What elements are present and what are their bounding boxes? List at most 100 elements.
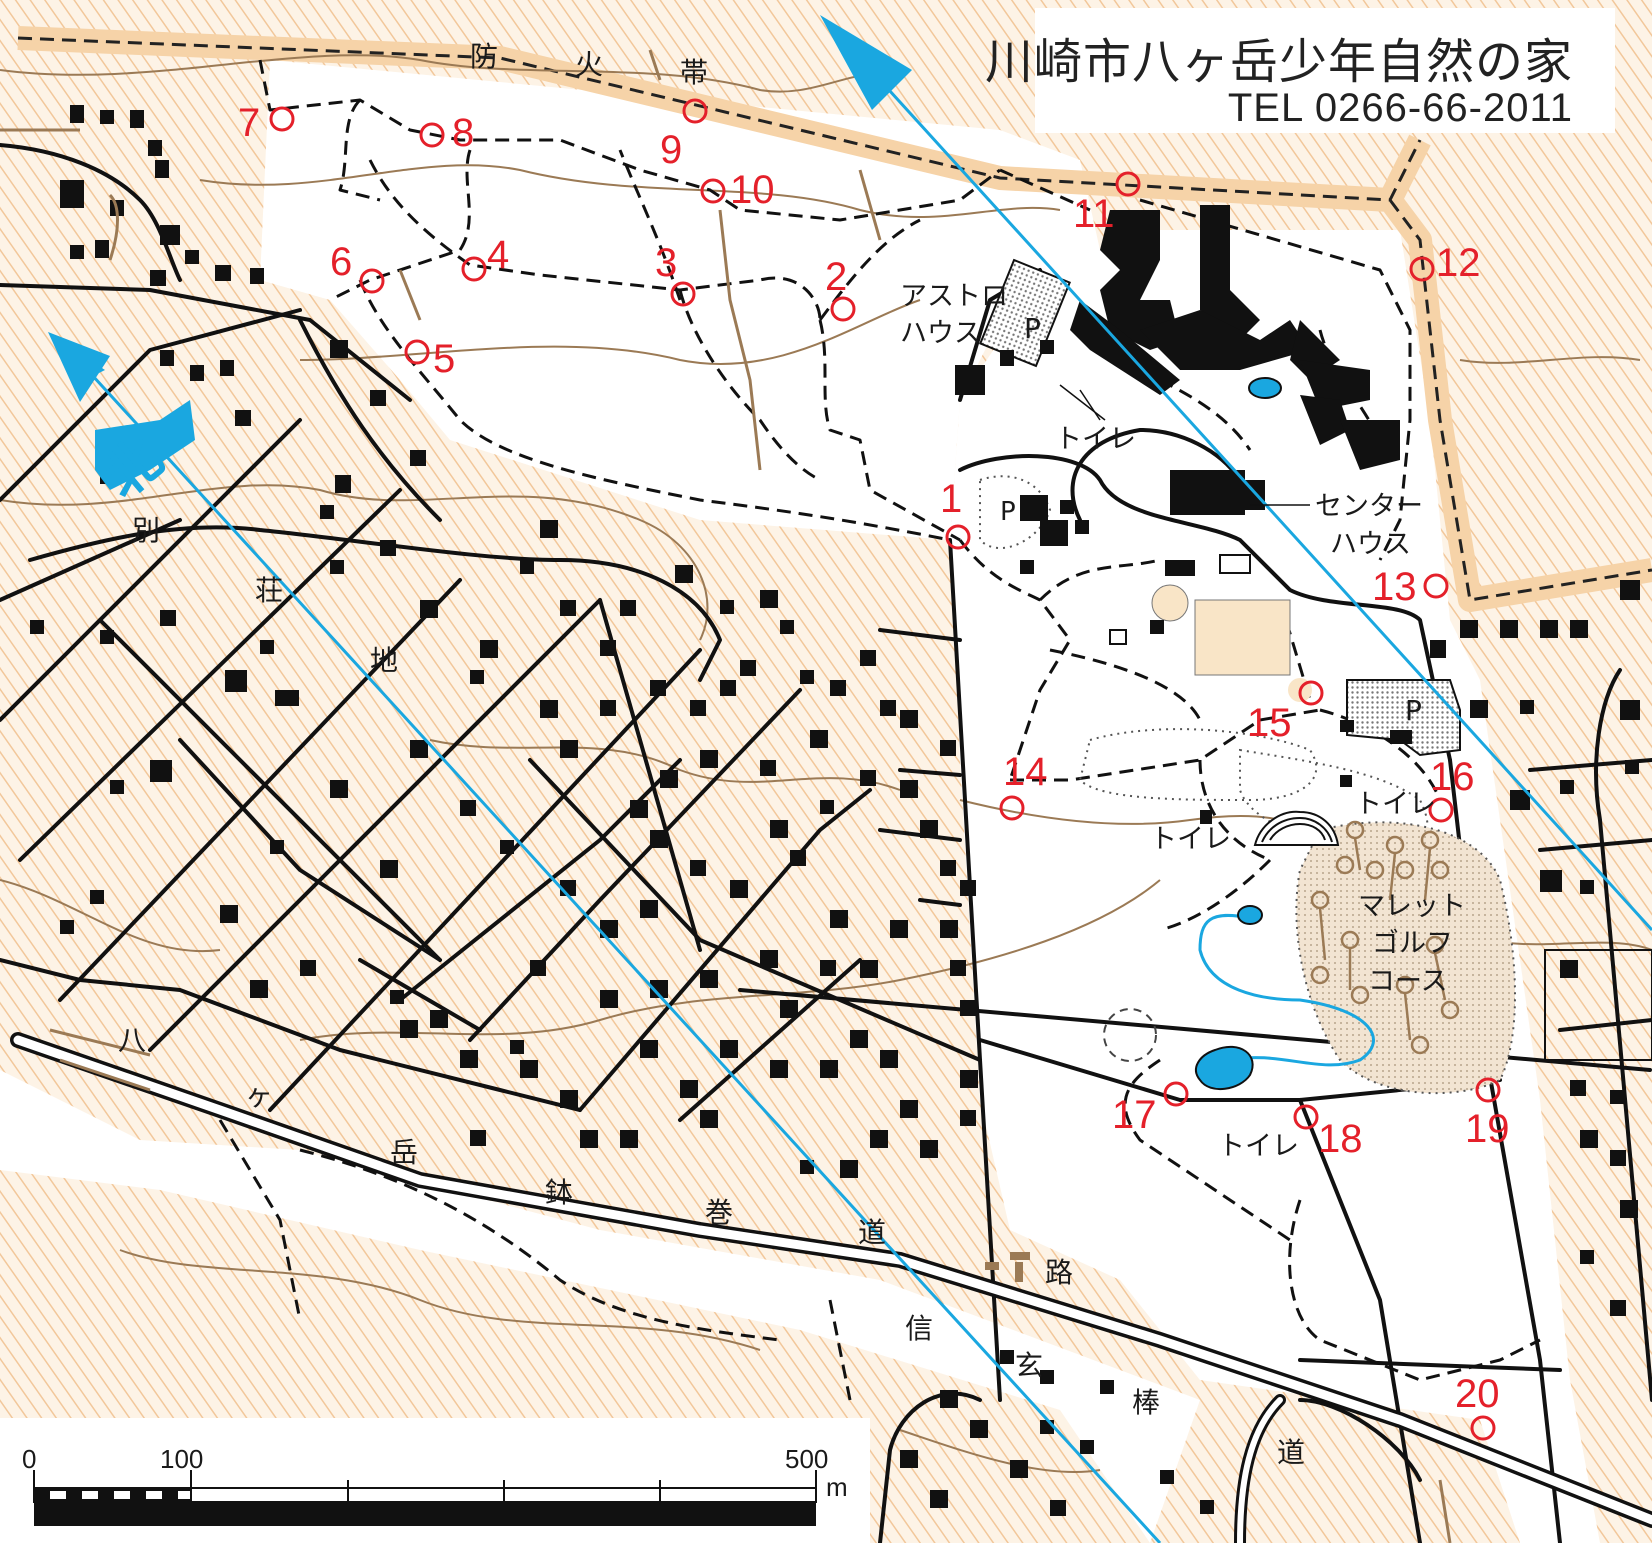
toilet-label-2: トイレ	[1355, 789, 1436, 820]
fenced-court	[1544, 949, 1652, 1061]
scale-label-500: 500	[785, 1444, 828, 1474]
control-7-circle	[269, 106, 295, 132]
hachimaki-char-4: 鉢	[545, 1176, 573, 1209]
control-1-number: 1	[940, 477, 962, 521]
control-6-number: 6	[330, 240, 352, 284]
firebreak-char-1: 防	[470, 40, 498, 73]
firebreak-edge	[17, 36, 1652, 602]
control-11-number: 11	[1073, 192, 1115, 236]
dashed-circle	[1103, 1008, 1157, 1062]
toilet-label-4: トイレ	[1218, 1131, 1299, 1162]
scale-label-100: 100	[160, 1444, 203, 1474]
control-19-circle	[1475, 1077, 1501, 1103]
hachimaki-char-6: 道	[858, 1216, 886, 1249]
parking-label-astro: P	[1024, 312, 1041, 345]
scale-label-0: 0	[22, 1444, 36, 1474]
title-panel: 川崎市八ヶ岳少年自然の家 TEL 0266-66-2011	[985, 8, 1615, 133]
villa-label: 別 荘 地	[132, 514, 398, 677]
cliff-symbol	[985, 1252, 1030, 1282]
mallet-golf-label-1: マレット	[1358, 891, 1466, 922]
hachimaki-char-1: 八	[118, 1024, 146, 1057]
control-8-circle	[419, 122, 445, 148]
firebreak-char-3: 帯	[680, 56, 708, 89]
round-plaza	[1151, 584, 1189, 622]
mallet-golf-label-2: ゴルフ	[1372, 928, 1453, 959]
control-10-number: 10	[730, 168, 775, 212]
control-13-number: 13	[1372, 565, 1417, 609]
hachimaki-char-7: 路	[1045, 1256, 1073, 1289]
scale-bar: 0 100 500 m	[22, 1444, 848, 1526]
parking-center: P	[1346, 679, 1461, 757]
leader-lines	[1059, 384, 1310, 506]
shingen-road-label: 信 玄 棒 道	[905, 1312, 1305, 1469]
control-19-number: 19	[1465, 1107, 1510, 1151]
hachimaki-char-3: 岳	[390, 1136, 418, 1169]
firebreak-char-2: 火	[575, 48, 603, 81]
facility-labels: アストロ ハウス センター ハウス マレット ゴルフ コース トイレ トイレ ト…	[900, 281, 1466, 1162]
control-20-number: 20	[1455, 1372, 1500, 1416]
toilet-label-3: トイレ	[1150, 824, 1231, 855]
shingen-char-3: 棒	[1132, 1386, 1160, 1419]
control-1-circle	[945, 524, 971, 550]
astro-house-label-1: アストロ	[900, 281, 1008, 312]
main-building-complex	[1070, 205, 1400, 515]
hachimaki-highway	[10, 1032, 1652, 1543]
pond-upper	[1248, 377, 1282, 399]
control-17-circle	[1163, 1081, 1189, 1107]
control-2-circle	[830, 296, 856, 322]
amphitheatre	[1253, 810, 1340, 846]
magnetic-north-lines	[48, 15, 1652, 1543]
control-11-circle	[1115, 171, 1141, 197]
control-12-number: 12	[1436, 241, 1481, 285]
pond-small	[1237, 905, 1263, 925]
phone-number: TEL 0266-66-2011	[1227, 86, 1573, 130]
control-7-number: 7	[238, 101, 260, 145]
stream	[1198, 913, 1375, 1067]
control-15-number: 15	[1247, 701, 1292, 745]
control-3-circle	[670, 281, 696, 307]
control-16-circle	[1428, 797, 1454, 823]
control-18-circle	[1293, 1104, 1319, 1130]
hachimaki-road-label: 八 ヶ 岳 鉢 巻 道 路	[118, 1024, 1073, 1289]
control-18-number: 18	[1318, 1117, 1363, 1161]
shingen-char-4: 道	[1277, 1436, 1305, 1469]
control-4-number: 4	[487, 233, 509, 277]
villa-char-3: 地	[370, 644, 398, 677]
control-14-circle	[999, 795, 1025, 821]
control-3-number: 3	[655, 241, 677, 285]
control-13-circle	[1423, 573, 1449, 599]
control-17-number: 17	[1112, 1093, 1157, 1137]
playing-field	[1194, 599, 1291, 676]
dotted-boundaries	[979, 475, 1429, 854]
parking-label-small: P	[1000, 497, 1016, 527]
center-house-label-2: ハウス	[1330, 529, 1411, 560]
shingen-char-2: 玄	[1015, 1349, 1043, 1382]
hachimaki-char-5: 巻	[705, 1196, 733, 1229]
toilet-label-1: トイレ	[1055, 424, 1136, 455]
control-4-circle	[461, 256, 487, 282]
control-16-number: 16	[1430, 755, 1475, 799]
hachimaki-char-2: ヶ	[245, 1079, 273, 1112]
shingen-char-1: 信	[905, 1312, 933, 1345]
control-12-circle	[1409, 256, 1435, 282]
control-9-number: 9	[660, 128, 682, 172]
control-2-number: 2	[825, 255, 847, 299]
parking-label-center: P	[1405, 694, 1422, 727]
scale-unit: m	[826, 1472, 848, 1502]
campus-open-area	[950, 230, 1600, 1543]
control-5-number: 5	[433, 337, 455, 381]
golf-holes	[1310, 820, 1460, 1055]
map-title: 川崎市八ヶ岳少年自然の家	[984, 34, 1573, 90]
firebreak-label: 防 火 帯	[470, 40, 708, 89]
north-arrow-glyph-back	[95, 400, 195, 490]
control-circles	[269, 98, 1501, 1441]
villa-char-2: 荘	[255, 574, 283, 607]
center-house-label-1: センター	[1315, 491, 1423, 522]
astro-house-label-2: ハウス	[900, 318, 981, 349]
control-6-circle	[359, 268, 385, 294]
control-15-circle	[1298, 680, 1324, 706]
control-20-circle	[1470, 1415, 1496, 1441]
control-10-circle	[700, 178, 726, 204]
mallet-golf-area	[1295, 821, 1516, 1095]
